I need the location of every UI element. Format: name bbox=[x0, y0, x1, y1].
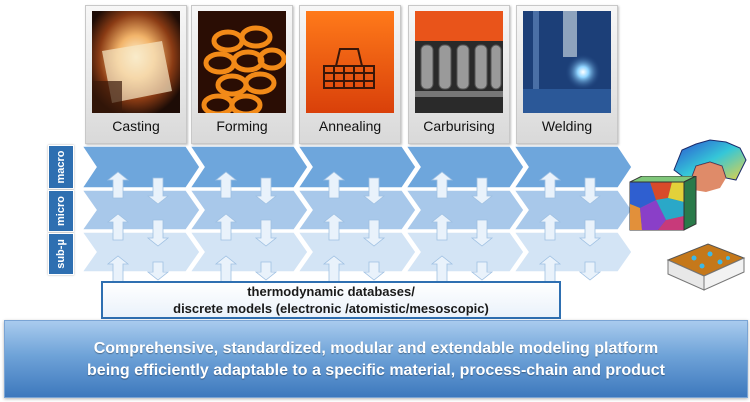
microstructure-grains-image bbox=[628, 176, 698, 232]
sub-micro-chevron bbox=[298, 232, 416, 272]
micro-chevron bbox=[514, 190, 632, 230]
sub-micro-chevron bbox=[82, 232, 200, 272]
database-bar: thermodynamic databases/ discrete models… bbox=[101, 281, 561, 319]
process-card-casting: Casting bbox=[85, 5, 187, 144]
process-label: Carburising bbox=[409, 118, 509, 134]
micro-chevron bbox=[406, 190, 524, 230]
sub-micro-chevron bbox=[190, 232, 308, 272]
macro-chevron bbox=[298, 146, 416, 188]
sub-micro-chevron bbox=[406, 232, 524, 272]
process-card-welding: Welding bbox=[516, 5, 618, 144]
scale-label-macro: macro bbox=[48, 145, 74, 189]
process-card-carburising: Carburising bbox=[408, 5, 510, 144]
atomistic-surface-image bbox=[664, 238, 748, 294]
annealing-photo bbox=[306, 11, 394, 113]
micro-chevron bbox=[298, 190, 416, 230]
sub-micro-chevron bbox=[514, 232, 632, 272]
macro-chevron bbox=[514, 146, 632, 188]
process-label: Forming bbox=[192, 118, 292, 134]
platform-bar: Comprehensive, standardized, modular and… bbox=[4, 320, 748, 398]
process-label: Casting bbox=[86, 118, 186, 134]
micro-chevron bbox=[82, 190, 200, 230]
casting-photo bbox=[92, 11, 180, 113]
carburising-photo bbox=[415, 11, 503, 113]
platform-line-1: Comprehensive, standardized, modular and… bbox=[5, 338, 747, 360]
macro-chevron bbox=[82, 146, 200, 188]
process-card-forming: Forming bbox=[191, 5, 293, 144]
database-line-2: discrete models (electronic /atomistic/m… bbox=[103, 300, 559, 317]
macro-chevron bbox=[406, 146, 524, 188]
forming-photo bbox=[198, 11, 286, 113]
platform-line-2: being efficiently adaptable to a specifi… bbox=[5, 360, 747, 382]
process-label: Welding bbox=[517, 118, 617, 134]
welding-photo bbox=[523, 11, 611, 113]
process-label: Annealing bbox=[300, 118, 400, 134]
macro-chevron bbox=[190, 146, 308, 188]
micro-chevron bbox=[190, 190, 308, 230]
process-card-annealing: Annealing bbox=[299, 5, 401, 144]
database-line-1: thermodynamic databases/ bbox=[103, 283, 559, 300]
scale-label-micro: micro bbox=[48, 190, 74, 232]
scale-label-sub-micro: sub-µ bbox=[48, 233, 74, 275]
